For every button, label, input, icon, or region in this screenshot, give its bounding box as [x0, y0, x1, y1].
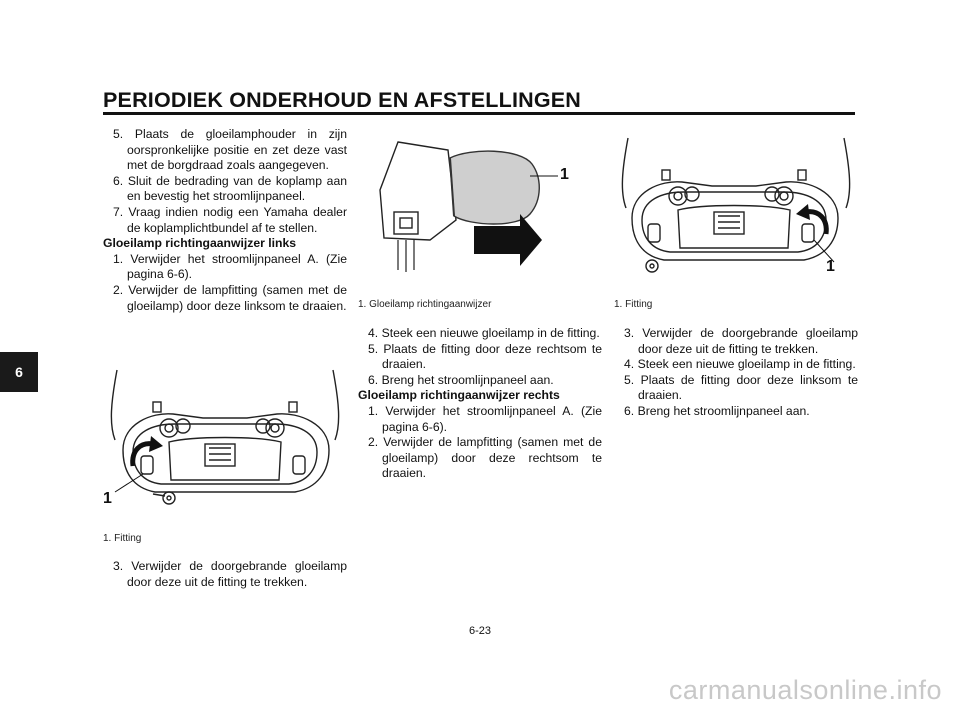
step-item: 3. Verwijder de doorgebrande gloeilamp d… — [624, 326, 859, 356]
turn-signal-bulb-illustration — [379, 141, 558, 272]
left-column-top: 5. Plaats de gloeilamphouder in zijn oor… — [103, 127, 347, 314]
header-rule — [103, 112, 855, 115]
section-heading: Gloeilamp richtingaanwijzer rechts — [358, 388, 560, 403]
step-item: 5. Plaats de fitting door deze rechtsom … — [368, 341, 602, 372]
step-item: 3. Verwijder de doorgebrande gloeilamp d… — [113, 559, 348, 589]
headlight-assembly-illustration — [110, 369, 340, 505]
headlight-assembly-figure-right: 1 — [614, 130, 858, 293]
middle-column-text: 4. Steek een nieuwe gloeilamp in de fitt… — [358, 326, 602, 482]
figure-caption: 1. Gloeilamp richtingaanwijzer — [358, 299, 492, 310]
watermark[interactable]: carmanualsonline.info — [668, 675, 942, 705]
step-item: 1. Verwijder het stroomlijnpaneel A. (Zi… — [368, 403, 602, 434]
page-number: 6-23 — [468, 625, 492, 637]
step-item: 6. Sluit de bedrading van de koplamp aan… — [113, 173, 348, 204]
step-item: 6. Breng het stroomlijnpaneel aan. — [368, 372, 554, 387]
step-item: 6. Breng het stroomlijnpaneel aan. — [624, 403, 810, 418]
step-item: 4. Steek een nieuwe gloeilamp in de fitt… — [624, 357, 856, 372]
section-heading: Gloeilamp richtingaanwijzer links — [103, 236, 297, 251]
step-item: 5. Plaats de gloeilamphouder in zijn oor… — [113, 127, 347, 173]
step-item: 2. Verwijder de lampfitting (samen met d… — [113, 282, 347, 313]
step-item: 7. Vraag indien nodig een Yamaha dealer … — [113, 204, 347, 235]
figure-callout: 1 — [826, 258, 835, 275]
headlight-assembly-illustration — [621, 137, 851, 273]
chapter-tab[interactable]: 6 — [0, 352, 38, 392]
left-column-bottom: 3. Verwijder de doorgebrande gloeilamp d… — [103, 559, 347, 590]
right-column-text: 3. Verwijder de doorgebrande gloeilamp d… — [614, 326, 858, 420]
page-header-title: PERIODIEK ONDERHOUD EN AFSTELLINGEN — [103, 88, 582, 112]
turn-signal-bulb-figure: 1 — [370, 130, 570, 285]
figure-caption: 1. Fitting — [614, 299, 653, 310]
step-item: 5. Plaats de fitting door deze linksom t… — [624, 372, 859, 403]
figure-callout: 1 — [560, 166, 569, 183]
step-item: 1. Verwijder het stroomlijnpaneel A. (Zi… — [113, 251, 347, 282]
figure-caption: 1. Fitting — [103, 533, 142, 544]
step-item: 2. Verwijder de lampfitting (samen met d… — [368, 435, 602, 481]
headlight-assembly-figure-left: 1 — [103, 362, 347, 525]
figure-callout: 1 — [103, 490, 112, 507]
step-item: 4. Steek een nieuwe gloeilamp in de fitt… — [368, 326, 600, 340]
